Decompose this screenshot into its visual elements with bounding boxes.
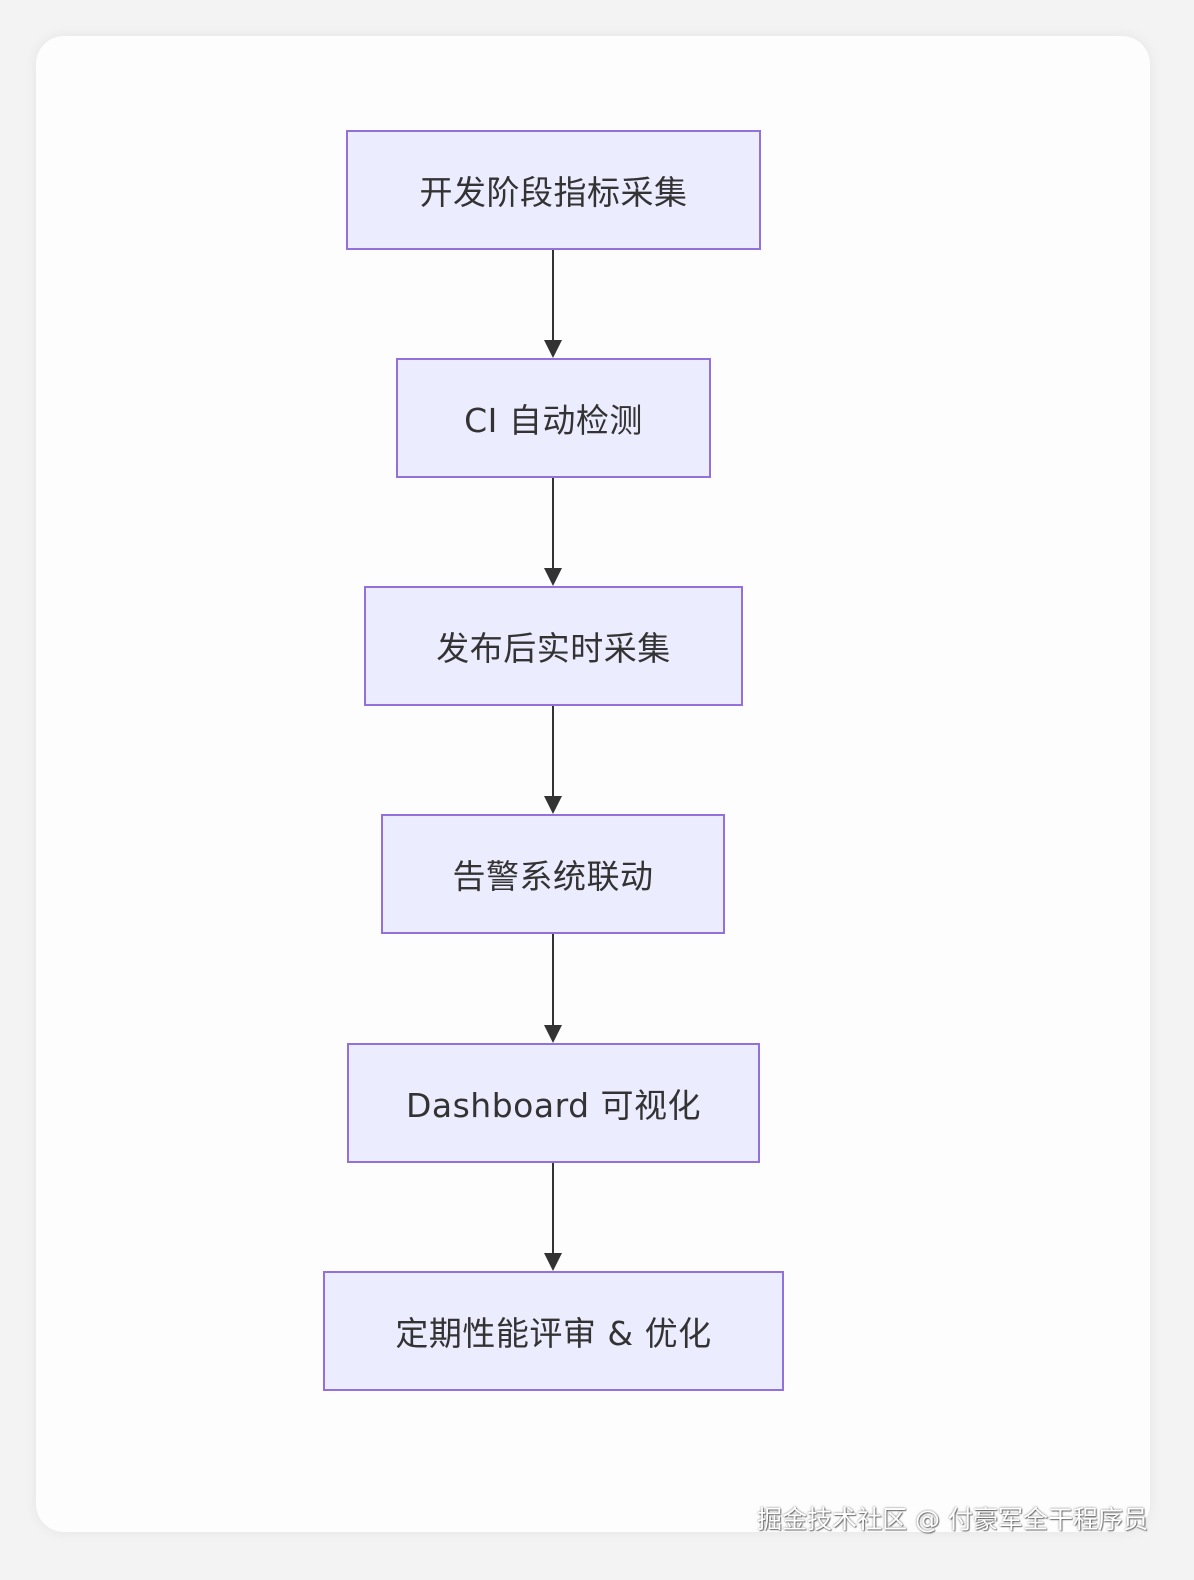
arrowhead-icon [544, 1025, 562, 1043]
flow-node-review-optimize: 定期性能评审 & 优化 [323, 1271, 784, 1391]
arrowhead-icon [544, 1253, 562, 1271]
arrowhead-icon [544, 568, 562, 586]
watermark: 掘金技术社区 @ 付豪军全干程序员 [757, 1505, 1148, 1534]
flow-edge [552, 478, 554, 570]
flow-node-label: 开发阶段指标采集 [419, 173, 688, 212]
flow-node-alert-linkage: 告警系统联动 [381, 814, 725, 934]
flow-edge [552, 250, 554, 342]
flow-edge [552, 1163, 554, 1255]
flow-node-label: Dashboard 可视化 [405, 1086, 702, 1125]
flow-node-label: 定期性能评审 & 优化 [395, 1314, 712, 1353]
flow-node-label: 发布后实时采集 [436, 629, 671, 668]
flow-node-ci-check: CI 自动检测 [396, 358, 711, 478]
arrowhead-icon [544, 340, 562, 358]
flow-node-label: 告警系统联动 [452, 857, 654, 896]
flow-node-dev-metrics: 开发阶段指标采集 [346, 130, 761, 250]
flow-node-dashboard: Dashboard 可视化 [347, 1043, 760, 1163]
flow-node-label: CI 自动检测 [464, 401, 643, 440]
flow-edge [552, 934, 554, 1027]
arrowhead-icon [544, 796, 562, 814]
flow-node-realtime-collect: 发布后实时采集 [364, 586, 743, 706]
flow-edge [552, 706, 554, 798]
